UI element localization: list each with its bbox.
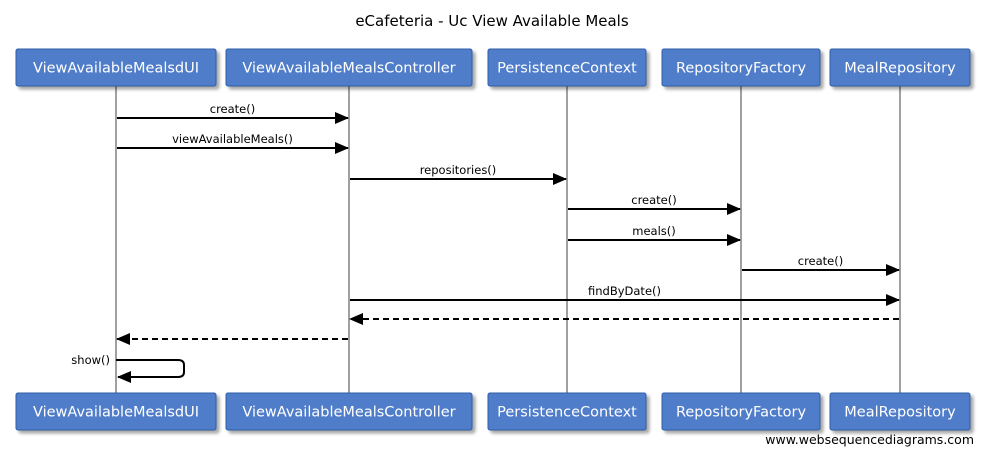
message-label: repositories() [420, 163, 497, 177]
participant-box [829, 48, 971, 87]
participant-label: ViewAvailableMealsController [242, 61, 455, 77]
message-6: findByDate() [350, 284, 900, 306]
message-label: create() [631, 193, 676, 207]
participant-box [661, 392, 821, 431]
participant-label: ViewAvailableMealsdUI [33, 405, 199, 421]
participants-top: ViewAvailableMealsdUI ViewAvailableMealsC… [15, 48, 971, 87]
participant-box [15, 392, 217, 431]
participant-mr-top: MealRepository [829, 48, 971, 87]
participant-box [487, 392, 647, 431]
message-2: repositories() [350, 163, 567, 185]
participant-box [829, 392, 971, 431]
message-label: meals() [632, 224, 675, 238]
message-9: show() [71, 353, 185, 383]
participant-label: RepositoryFactory [676, 61, 806, 77]
participant-box [661, 48, 821, 87]
participant-rf-top: RepositoryFactory [661, 48, 821, 87]
messages: create() viewAvailableMeals() repositories… [71, 102, 900, 383]
participant-label: RepositoryFactory [676, 405, 806, 421]
message-label: viewAvailableMeals() [172, 132, 293, 146]
participant-label: MealRepository [844, 405, 956, 421]
message-4: meals() [568, 224, 741, 246]
participant-box [225, 48, 473, 87]
participant-rf-bottom: RepositoryFactory [661, 392, 821, 431]
message-label: show() [71, 353, 110, 367]
participant-label: PersistenceContext [497, 61, 637, 77]
participant-box [15, 48, 217, 87]
message-label: findByDate() [588, 284, 661, 298]
participant-ctrl-bottom: ViewAvailableMealsController [225, 392, 473, 431]
message-arrow [116, 359, 185, 383]
message-3: create() [568, 193, 741, 215]
message-5: create() [742, 254, 900, 276]
participant-mr-bottom: MealRepository [829, 392, 971, 431]
participant-ctrl-top: ViewAvailableMealsController [225, 48, 473, 87]
participant-label: MealRepository [844, 61, 956, 77]
message-label: create() [798, 254, 843, 268]
participant-pc-bottom: PersistenceContext [487, 392, 647, 431]
message-1: viewAvailableMeals() [117, 132, 349, 154]
participant-label: PersistenceContext [497, 405, 637, 421]
message-label: create() [210, 102, 255, 116]
participant-ui-top: ViewAvailableMealsdUI [15, 48, 217, 87]
participant-pc-top: PersistenceContext [487, 48, 647, 87]
participants-bottom: ViewAvailableMealsdUI ViewAvailableMealsC… [15, 392, 971, 431]
participant-box [487, 48, 647, 87]
watermark: www.websequencediagrams.com [765, 432, 974, 447]
diagram-title: eCafeteria - Uc View Available Meals [355, 12, 629, 30]
message-0: create() [117, 102, 349, 124]
participant-label: ViewAvailableMealsController [242, 405, 455, 421]
participant-ui-bottom: ViewAvailableMealsdUI [15, 392, 217, 431]
participant-box [225, 392, 473, 431]
participant-label: ViewAvailableMealsdUI [33, 61, 199, 77]
